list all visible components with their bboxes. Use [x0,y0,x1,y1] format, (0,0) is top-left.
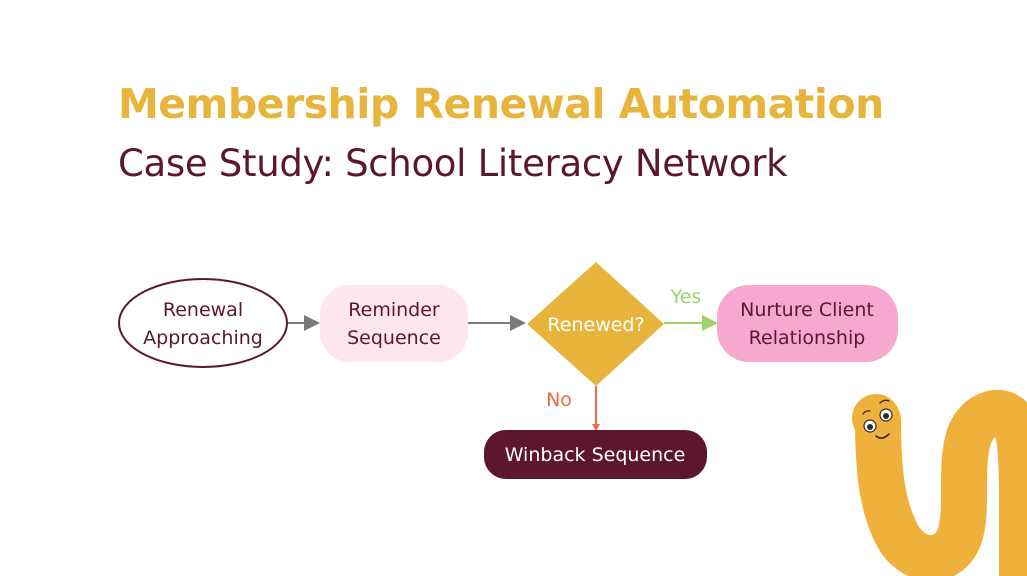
worm-brow-left [862,410,871,415]
node-winback-label: Winback Sequence [505,444,686,466]
node-reminder-sequence: Reminder Sequence [320,285,468,362]
worm-mascot-illustration [852,390,1027,576]
page-subtitle: Case Study: School Literacy Network [118,142,788,185]
node-winback-sequence: Winback Sequence [484,430,707,479]
edge-no-arrowhead [592,424,600,431]
worm-brow-right [879,399,890,404]
node-nurture-line2: Relationship [749,327,866,349]
node-renewed-label: Renewed? [547,314,644,336]
page-title: Membership Renewal Automation [118,80,884,128]
node-nurture-client: Nurture Client Relationship [717,285,898,362]
no-label: No [546,389,572,411]
node-renewal-approaching-line1: Renewal [163,299,243,321]
yes-label: Yes [670,286,702,308]
node-reminder-sequence-line2: Sequence [347,327,441,349]
node-renewal-approaching: Renewal Approaching [118,278,288,368]
worm-pupil-left [867,424,873,430]
worm-smile [875,433,890,439]
node-nurture-line1: Nurture Client [740,299,874,321]
worm-head [852,394,900,442]
worm-pupil-right [883,413,889,419]
node-renewal-approaching-line2: Approaching [143,327,263,349]
node-renewed-decision: Renewed? [527,262,664,386]
worm-body [855,390,1027,576]
node-reminder-sequence-line1: Reminder [348,299,440,321]
